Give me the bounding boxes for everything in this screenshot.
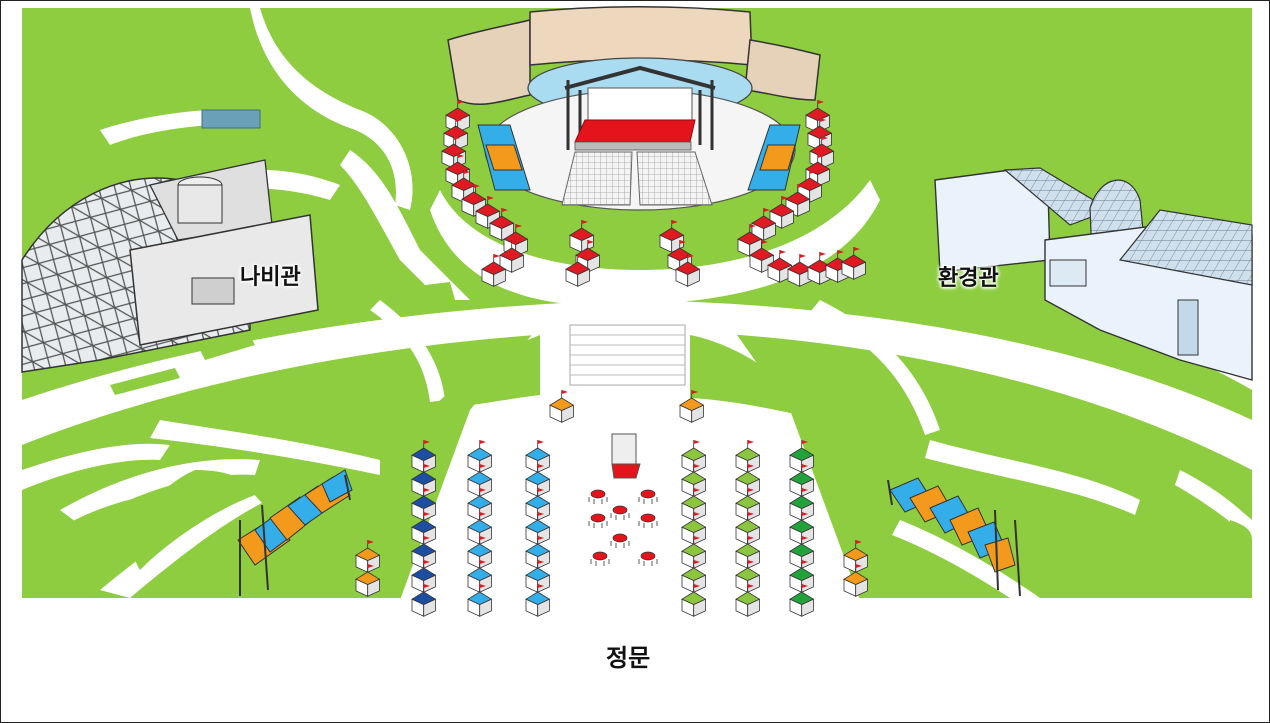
booth — [735, 512, 761, 545]
round-table — [610, 505, 630, 520]
booth — [789, 560, 815, 593]
booth — [681, 584, 707, 617]
orange-right — [843, 540, 869, 597]
shade-canopy-right — [887, 477, 1021, 597]
booth — [525, 488, 551, 521]
round-table — [638, 551, 658, 566]
booth — [681, 536, 707, 569]
booth — [675, 254, 701, 287]
navy-column — [411, 440, 437, 617]
booth — [411, 584, 437, 617]
booth — [565, 254, 591, 287]
booth — [467, 584, 493, 617]
booth — [751, 208, 777, 241]
booth — [789, 464, 815, 497]
booth — [735, 464, 761, 497]
booth — [659, 220, 685, 253]
booth — [467, 488, 493, 521]
booth — [681, 512, 707, 545]
booth — [789, 536, 815, 569]
round-table — [638, 513, 658, 528]
environment-hall-label: 환경관 — [938, 266, 999, 291]
booth — [481, 254, 507, 287]
central-stairs — [569, 324, 686, 386]
main-gate-label: 정문 — [606, 644, 651, 672]
booth — [525, 560, 551, 593]
booth — [787, 254, 813, 287]
booth — [737, 224, 763, 257]
booth — [735, 584, 761, 617]
booth — [525, 584, 551, 617]
booth — [525, 440, 551, 473]
booth — [467, 512, 493, 545]
booth — [735, 440, 761, 473]
booth — [411, 464, 437, 497]
round-table — [588, 489, 608, 504]
booth — [735, 560, 761, 593]
booth — [489, 208, 515, 241]
round-table — [588, 513, 608, 528]
booth — [843, 564, 869, 597]
booth — [789, 584, 815, 617]
booth — [525, 512, 551, 545]
lime-column-2 — [735, 440, 761, 617]
sky-column-1 — [467, 440, 493, 617]
booth — [843, 540, 869, 573]
green-column — [789, 440, 815, 617]
shade-canopy-left — [237, 469, 353, 596]
booth — [467, 536, 493, 569]
booth — [681, 560, 707, 593]
booth — [841, 247, 867, 280]
environment-hall-building — [934, 167, 1253, 381]
booth — [411, 560, 437, 593]
booth — [681, 440, 707, 473]
booth — [411, 440, 437, 473]
info-desk — [611, 433, 641, 479]
booth — [411, 488, 437, 521]
grass-islands — [60, 282, 1252, 578]
roof-patch — [201, 109, 261, 129]
booth — [549, 390, 575, 423]
booth — [467, 560, 493, 593]
butterfly-hall-building — [21, 159, 319, 373]
booth — [681, 488, 707, 521]
booth — [443, 118, 469, 151]
butterfly-hall-label: 나비관 — [240, 265, 301, 290]
round-table — [638, 489, 658, 504]
round-table — [610, 533, 630, 548]
lime-column-1 — [681, 440, 707, 617]
orange-left — [355, 540, 381, 597]
booth — [735, 488, 761, 521]
sky-column-2 — [525, 440, 551, 617]
booth — [525, 536, 551, 569]
booth — [679, 390, 705, 423]
booth — [789, 512, 815, 545]
booth — [807, 252, 833, 285]
booth — [467, 464, 493, 497]
booths — [355, 100, 869, 617]
main-stage — [447, 6, 821, 211]
booth — [735, 536, 761, 569]
round-tables — [588, 489, 658, 566]
booth — [355, 564, 381, 597]
booth — [785, 184, 811, 217]
booth — [355, 540, 381, 573]
round-table — [590, 551, 610, 566]
